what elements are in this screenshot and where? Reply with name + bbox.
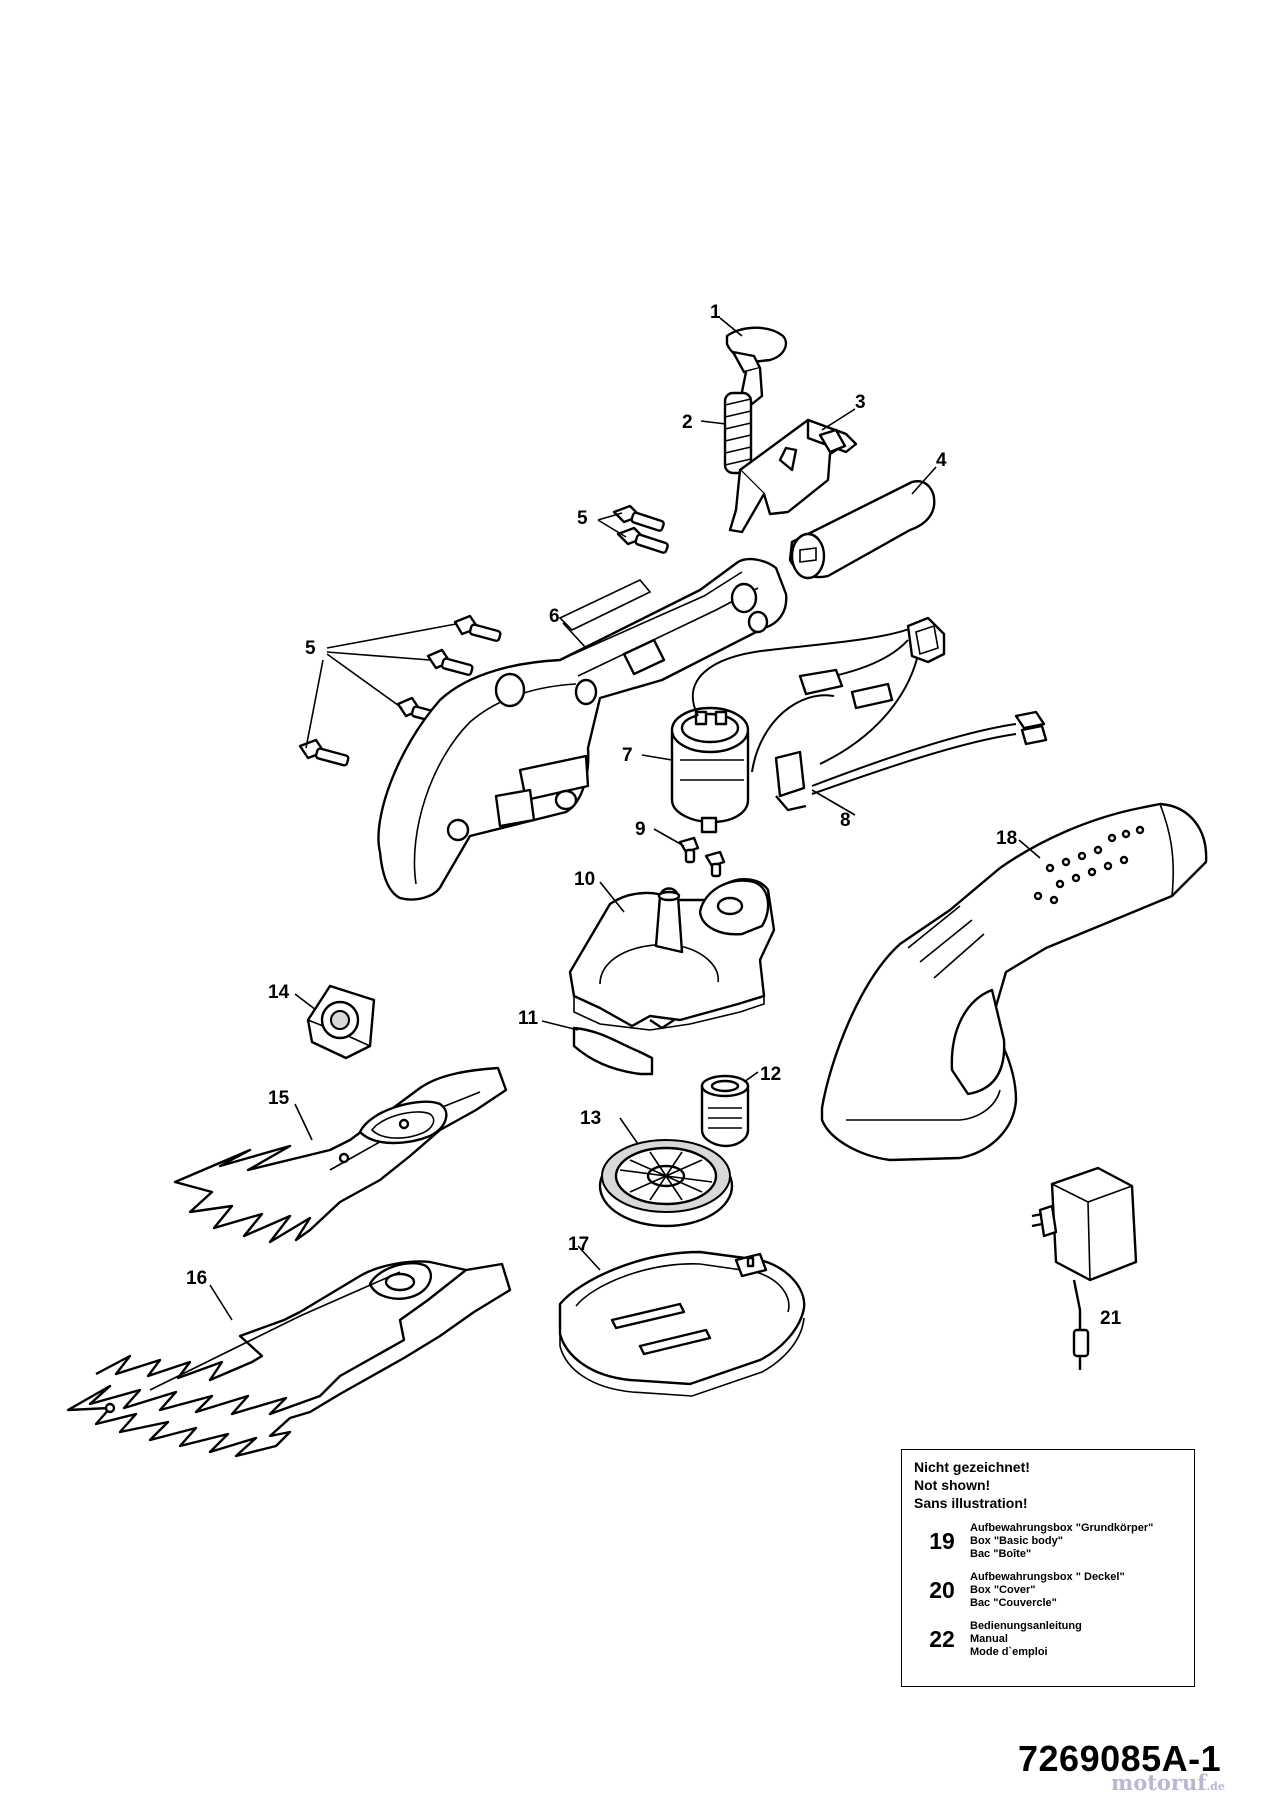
- callout-1: 1: [710, 302, 721, 323]
- callout-15: 15: [268, 1088, 290, 1109]
- part-10-gear-housing: [568, 878, 776, 1031]
- callout-labels: 1 2 3 4 5 5 6 7 8 9 10 11 12 13 14 15 16…: [186, 302, 1122, 1329]
- callout-4: 4: [936, 450, 947, 471]
- legend-number: 20: [929, 1577, 955, 1603]
- part-5-screws-upper: [612, 504, 669, 554]
- legend-text-de: Bedienungsanleitung: [970, 1620, 1082, 1632]
- callout-2: 2: [682, 412, 693, 433]
- callout-6: 6: [549, 606, 560, 627]
- part-21-charger: [1031, 1166, 1138, 1370]
- not-shown-heading-fr: Sans illustration!: [914, 1495, 1028, 1511]
- not-shown-heading-de: Nicht gezeichnet!: [914, 1459, 1030, 1475]
- part-15-grass-blade: [173, 1066, 508, 1244]
- watermark: motoruf.de: [1111, 1770, 1225, 1795]
- watermark-brand: motoruf: [1111, 1770, 1207, 1795]
- callout-14: 14: [268, 982, 290, 1003]
- part-18-housing-cover: [820, 802, 1208, 1162]
- legend-text-en: Manual: [970, 1633, 1008, 1645]
- callout-10: 10: [574, 869, 595, 890]
- callout-9: 9: [635, 819, 646, 840]
- document-id: 7269085A-1: [1018, 1738, 1222, 1779]
- not-shown-heading-en: Not shown!: [914, 1477, 991, 1493]
- legend-text-fr: Bac "Couvercle": [970, 1597, 1057, 1609]
- legend-text-de: Aufbewahrungsbox "Grundkörper": [970, 1522, 1154, 1534]
- callout-12: 12: [760, 1064, 781, 1085]
- watermark-suffix: .de: [1206, 1780, 1225, 1793]
- legend-text-en: Box "Cover": [970, 1584, 1036, 1596]
- part-4-battery: [788, 480, 936, 580]
- callout-5-upper: 5: [577, 508, 588, 529]
- legend-item-19: 19 Aufbewahrungsbox "Grundkörper" Box "B…: [914, 1522, 1182, 1561]
- legend-item-20: 20 Aufbewahrungsbox " Deckel" Box "Cover…: [914, 1571, 1182, 1610]
- callout-11: 11: [518, 1008, 539, 1029]
- legend-text-de: Aufbewahrungsbox " Deckel": [970, 1571, 1125, 1583]
- callout-21: 21: [1100, 1308, 1122, 1329]
- callout-8: 8: [840, 810, 851, 831]
- part-6-housing-half: [377, 557, 788, 901]
- callout-17: 17: [568, 1234, 589, 1255]
- leader-lines: [209, 317, 1041, 1321]
- part-5-screws-left: [298, 614, 502, 767]
- part-9-small-screws: [678, 836, 726, 878]
- legend-text-fr: Mode d`emploi: [970, 1646, 1048, 1658]
- part-2-spring: [723, 391, 753, 475]
- callout-18: 18: [996, 828, 1017, 849]
- callout-7: 7: [622, 745, 633, 766]
- part-8-wiring-harness: [691, 616, 1048, 812]
- legend-number: 22: [929, 1626, 955, 1652]
- part-16-hedge-blade: [66, 1260, 512, 1458]
- callout-16: 16: [186, 1268, 207, 1289]
- part-7-motor: [670, 706, 750, 834]
- part-12-pinion: [700, 1074, 750, 1148]
- legend-item-22: 22 Bedienungsanleitung Manual Mode d`emp…: [914, 1620, 1182, 1659]
- part-13-gear-wheel: [598, 1139, 734, 1228]
- part-11-guide-plate: [572, 1026, 654, 1076]
- legend-text-fr: Bac "Boîte": [970, 1548, 1032, 1560]
- callout-5-left: 5: [305, 638, 316, 659]
- part-17-blade-cover: [558, 1250, 806, 1397]
- callout-3: 3: [855, 392, 866, 413]
- part-14-blade-lock: [306, 984, 376, 1060]
- legend-number: 19: [929, 1528, 955, 1554]
- legend-text-en: Box "Basic body": [970, 1535, 1063, 1547]
- not-shown-legend: Nicht gezeichnet! Not shown! Sans illust…: [901, 1449, 1195, 1687]
- callout-13: 13: [580, 1108, 601, 1129]
